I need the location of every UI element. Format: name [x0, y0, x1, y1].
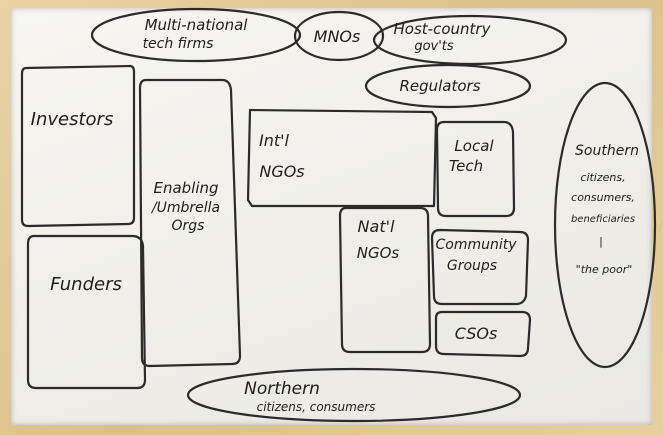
node-local-tech-line-1: Local: [454, 137, 494, 155]
node-multinational-line-2: tech firms: [143, 36, 214, 52]
whiteboard-surface: [11, 8, 652, 425]
node-regulators: Regulators: [364, 63, 532, 109]
node-investors: Investors: [20, 64, 136, 228]
node-csos-label: CSOs: [455, 324, 498, 343]
node-multinational-tech-firms: Multi-national tech firms: [90, 7, 302, 63]
node-natl-ngos: Nat'l NGOs: [338, 206, 432, 354]
node-southern-line-5: |: [599, 235, 603, 248]
node-mnos: MNOs: [293, 10, 385, 62]
node-multinational-line-1: Multi-national: [145, 16, 249, 34]
node-local-tech: Local Tech: [435, 120, 516, 218]
node-regulators-label: Regulators: [399, 77, 480, 95]
node-intl-ngos: Int'l NGOs: [246, 108, 438, 208]
node-natl-ngos-line-2: NGOs: [357, 244, 400, 262]
node-community-groups: Community Groups: [430, 228, 530, 306]
node-southern-line-3: consumers,: [571, 191, 635, 204]
node-southern-line-6: "the poor": [576, 263, 633, 276]
node-enabling-line-1: Enabling: [153, 179, 218, 197]
node-funders-label: Funders: [50, 274, 122, 295]
node-southern-line-2: citizens,: [580, 171, 625, 184]
node-enabling-umbrella-orgs: Enabling /Umbrella Orgs: [138, 78, 242, 368]
node-natl-ngos-line-1: Nat'l: [358, 217, 395, 236]
node-southern-line-1: Southern: [575, 143, 639, 159]
node-host-country-line-1: Host-country: [394, 20, 492, 38]
node-enabling-line-3: Orgs: [172, 218, 205, 234]
node-funders: Funders: [26, 234, 147, 390]
node-local-tech-line-2: Tech: [449, 157, 483, 175]
node-northern-line-2: citizens, consumers: [257, 400, 376, 414]
node-mnos-label: MNOs: [314, 27, 361, 46]
node-northern-line-1: Northern: [244, 379, 320, 399]
node-enabling-line-2: /Umbrella: [150, 200, 220, 216]
node-southern-citizens: Southern citizens, consumers, beneficiar…: [553, 81, 657, 369]
node-host-country-line-2: gov'ts: [414, 39, 454, 54]
node-investors-label: Investors: [31, 109, 114, 130]
node-host-country-govts: Host-country gov'ts: [372, 14, 568, 66]
node-northern-citizens: Northern citizens, consumers: [186, 367, 522, 423]
node-community-line-2: Groups: [447, 258, 497, 274]
node-intl-ngos-line-1: Int'l: [259, 131, 290, 150]
node-csos: CSOs: [434, 310, 532, 358]
node-intl-ngos-line-2: NGOs: [259, 162, 304, 181]
node-southern-line-4: beneficiaries: [571, 214, 635, 225]
node-community-line-1: Community: [435, 237, 517, 253]
